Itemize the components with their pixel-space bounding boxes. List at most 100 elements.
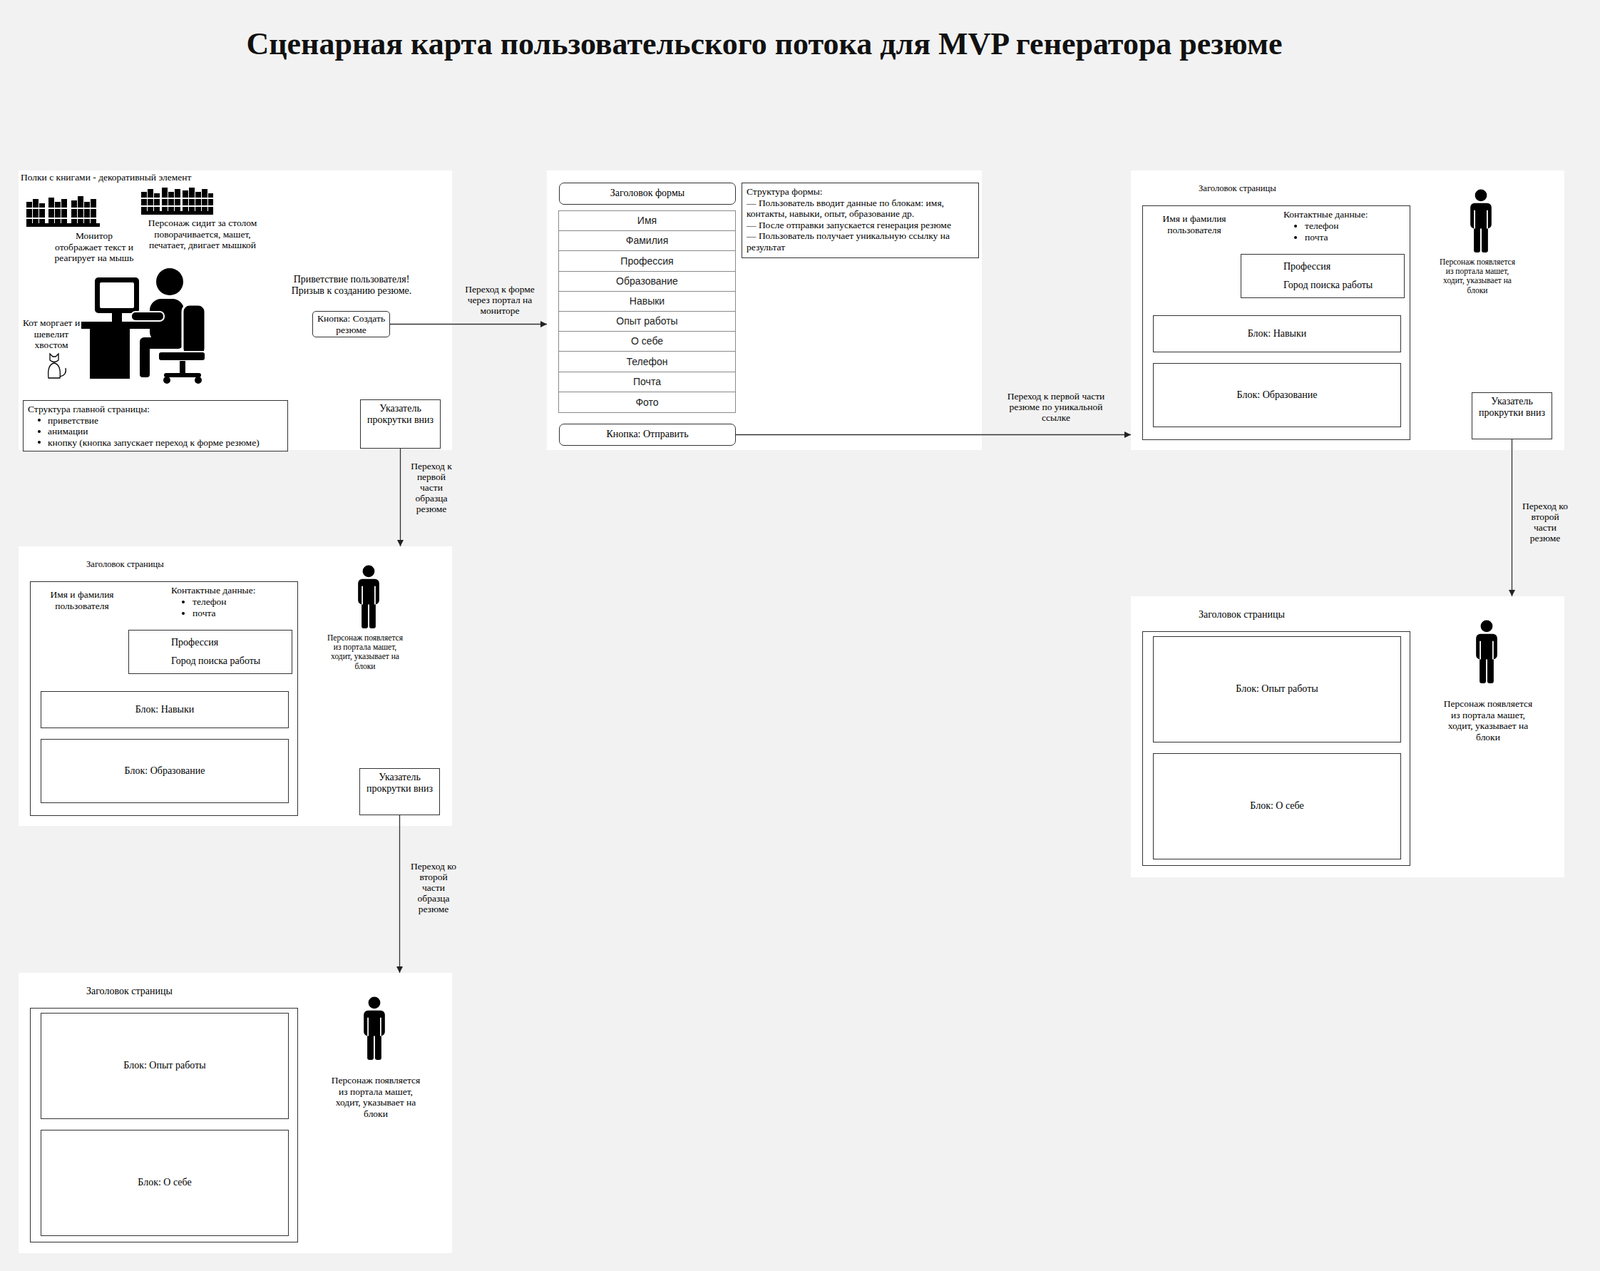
node-text: телефон xyxy=(192,596,227,607)
desk-scene xyxy=(139,344,150,378)
node-text: Полки с книгами - декоративный элемент xyxy=(20,171,192,183)
node-text: Заголовок страницы xyxy=(1198,183,1277,194)
node-text: Профессия xyxy=(171,636,219,648)
text-block: Контактные данные: xyxy=(1283,208,1405,221)
form-field: Фото xyxy=(558,391,736,413)
bookshelf xyxy=(54,201,61,224)
screen-ground xyxy=(18,170,1565,1253)
text-block: Заголовок страницы xyxy=(1198,183,1356,194)
node-text: кнопку (кнопка запускает переход к форме… xyxy=(47,437,260,448)
bookshelf xyxy=(77,196,84,224)
screen-panel: Заголовок формыСтруктура формы:— Пользов… xyxy=(546,170,982,450)
node-text: Телефон xyxy=(626,355,668,368)
text-block: почта xyxy=(1291,231,1412,244)
node-text: Фамилия xyxy=(626,234,669,246)
text-block: телефон xyxy=(1291,220,1412,232)
resume-block: Блок: Опыт работы xyxy=(40,1012,289,1119)
bookshelf xyxy=(26,196,100,227)
desk-scene xyxy=(163,372,202,378)
text-block: Кот моргает и шевелит хвостом xyxy=(19,317,83,351)
flow-arrow xyxy=(399,814,400,973)
edge-label: Переход ко второй части образца резюме xyxy=(407,860,460,915)
node-text: анимации xyxy=(47,425,89,437)
text-block: — Пользователь получает уникальную ссылк… xyxy=(746,230,974,253)
desk-scene xyxy=(179,360,186,374)
desk-scene xyxy=(194,376,202,384)
form-header: Заголовок формы xyxy=(559,182,736,205)
screen-ground xyxy=(18,546,453,826)
main-illustration xyxy=(26,187,214,384)
text-block: Персонаж сидит за столом поворачивается,… xyxy=(141,217,264,251)
screen-panel: Полки с книгами - декоративный элементПе… xyxy=(18,170,453,450)
text-block: приветствие xyxy=(27,414,284,427)
text-block: Блок: Образование xyxy=(1237,389,1318,401)
node-text: Образование xyxy=(616,275,679,287)
resume-block: Блок: Образование xyxy=(40,738,289,803)
text-block: кнопку (кнопка запускает переход к форме… xyxy=(27,437,284,449)
node-text: Навыки xyxy=(629,295,665,307)
bookshelf xyxy=(141,197,214,199)
form-field: Образование xyxy=(558,270,736,292)
text-block: Структура формы: xyxy=(746,186,974,198)
node-text: Блок: О себе xyxy=(1249,800,1304,811)
text-block: Кнопка: Создать резюме xyxy=(315,313,387,336)
bookshelf xyxy=(32,198,39,224)
node-text: Фото xyxy=(635,396,659,408)
node-text: — Пользователь получает уникальную ссылк… xyxy=(746,230,950,253)
text-block: Имя xyxy=(637,214,657,227)
text-block: Указатель прокрутки вниз xyxy=(360,771,440,795)
text-block: Профессия xyxy=(620,255,674,267)
bookshelf xyxy=(141,205,214,207)
bookshelf xyxy=(182,190,189,212)
text-block: О себе xyxy=(631,335,664,347)
text-block: Профессия xyxy=(1283,260,1402,273)
bookshelf xyxy=(141,191,147,212)
node-text: Персонаж появляется из портала машет, хо… xyxy=(331,1074,420,1119)
edge-label-text: Переход ко второй части образца резюме xyxy=(410,860,457,915)
bullet-dot xyxy=(181,611,185,615)
person-figures xyxy=(357,188,1498,1060)
node-text: почта xyxy=(192,607,216,619)
node-text: телефон xyxy=(1304,220,1340,232)
node-text: — После отправки запускается генерация р… xyxy=(746,219,952,231)
bookshelf xyxy=(188,187,195,212)
bookshelf xyxy=(26,223,100,227)
node-text: Имя и фамилия пользователя xyxy=(1162,213,1226,236)
desk-scene xyxy=(163,376,171,384)
button: Кнопка: Отправить xyxy=(559,423,736,446)
node-text: Кот моргает и шевелит хвостом xyxy=(22,317,80,351)
resume-frame: Заголовок страницыИмя и фамилия пользова… xyxy=(1142,205,1411,440)
text-block: Почта xyxy=(633,375,661,388)
node-text: Блок: Опыт работы xyxy=(1235,683,1318,694)
resume-block: Блок: О себе xyxy=(40,1129,289,1236)
edge-label-text: Переход к первой части образца резюме xyxy=(410,460,453,515)
flow-arrow xyxy=(1511,439,1513,597)
text-block: Блок: Образование xyxy=(124,765,206,777)
text-block: Фамилия xyxy=(626,234,669,246)
resume-block: Блок: Образование xyxy=(1152,362,1402,428)
bookshelf xyxy=(208,193,214,212)
desk-scene xyxy=(131,311,164,321)
node-text: Контактные данные: xyxy=(171,584,256,596)
text-block: Указатель прокрутки вниз xyxy=(360,402,440,426)
bullet-dot xyxy=(37,418,41,422)
text-block: Блок: Навыки xyxy=(1247,327,1307,340)
note-box: Структура главной страницы:приветствиеан… xyxy=(22,400,289,452)
screen-panel: Персонаж появляется из портала машет, хо… xyxy=(1130,596,1565,878)
scroll-pointer: Указатель прокрутки вниз xyxy=(1471,392,1553,440)
text-block: Город поиска работы xyxy=(1283,279,1402,291)
resume-frame: Заголовок страницыИмя и фамилия пользова… xyxy=(29,581,299,816)
note-box: Структура формы:— Пользователь вводит да… xyxy=(741,182,979,259)
node-text: Город поиска работы xyxy=(1283,279,1373,291)
resume-block: Блок: Навыки xyxy=(40,690,289,728)
bookshelf xyxy=(174,188,181,212)
desk-scene xyxy=(156,268,184,296)
desk-scene xyxy=(99,282,135,309)
node-text: Блок: Образование xyxy=(124,765,206,776)
node-text: Заголовок страницы xyxy=(86,985,173,997)
text-block: Заголовок страницы xyxy=(1198,608,1356,621)
form-field: Телефон xyxy=(558,350,736,373)
node-text: Указатель прокрутки вниз xyxy=(366,771,433,794)
text-block: Полки с книгами - декоративный элемент xyxy=(20,171,235,184)
node-text: Почта xyxy=(633,375,661,388)
